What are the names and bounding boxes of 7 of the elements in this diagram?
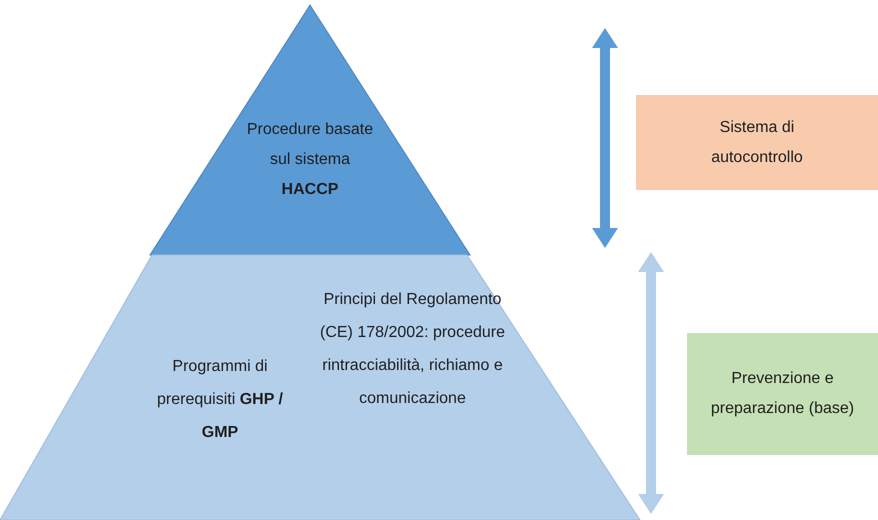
node-text: Programmi di prerequisiti GHP / GMP [156,357,284,443]
label-card [636,95,878,190]
card-text: Sistema di autocontrollo [710,118,804,168]
label-card [687,333,878,455]
card-text: Prevenzione e preparazione (base) [710,369,856,419]
node-text: Procedure basate sul sistema HACCP [246,120,374,200]
node-text: Principi del Regolamento (CE) 178/2002: procedure rintracciabilità, richiamo e comunicazione [319,290,506,409]
